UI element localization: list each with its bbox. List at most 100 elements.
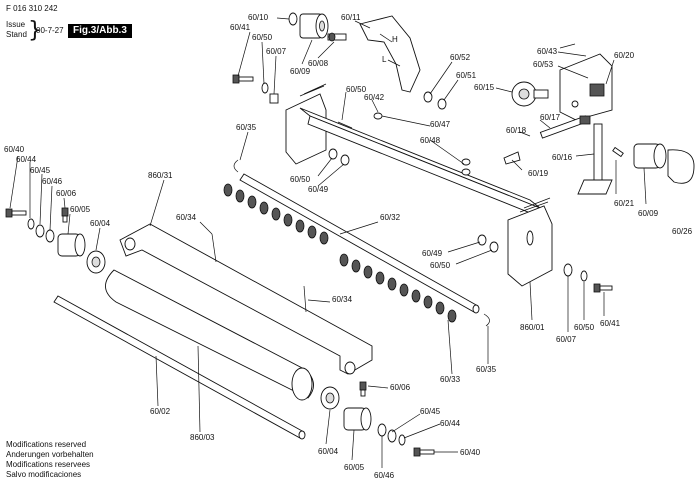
label-60-43: 60/43 (537, 47, 558, 56)
label-860-01: 860/01 (520, 323, 545, 332)
grease-nipple-60-06-left (61, 207, 69, 223)
washer-60-44-bottom (398, 434, 406, 446)
label-60-41-top: 60/41 (230, 23, 251, 32)
screw-60-40-left (5, 208, 27, 218)
document-number: F 016 310 242 (6, 4, 58, 13)
label-60-19: 60/19 (528, 169, 549, 178)
shaft-60-32 (239, 173, 480, 314)
clip-60-35-bottom (483, 313, 490, 327)
nut-60-07-right (563, 263, 573, 277)
label-60-49-right: 60/49 (422, 249, 443, 258)
circlip-60-10 (288, 12, 298, 26)
shaft-letter-l: L (382, 55, 387, 64)
label-60-17: 60/17 (540, 113, 561, 122)
figure-tag: Fig.3/Abb.3 (68, 24, 132, 38)
pin-60-21 (612, 146, 624, 158)
label-60-46-left: 60/46 (42, 177, 63, 186)
washer-60-47 (373, 112, 383, 120)
nut-60-07-top (269, 93, 279, 104)
shaft-letter-h: H (392, 35, 398, 44)
clip-60-35-top (233, 159, 239, 173)
label-60-15: 60/15 (474, 83, 495, 92)
stand-lever-60-16 (577, 123, 613, 195)
washer-60-44-left (27, 218, 35, 230)
label-60-46-bottom: 60/46 (374, 471, 395, 480)
label-60-45-left: 60/45 (30, 166, 51, 175)
label-60-40-left: 60/40 (4, 145, 25, 154)
label-860-03: 860/03 (190, 433, 215, 442)
label-60-34-top: 60/34 (176, 213, 197, 222)
label-60-11: 60/11 (341, 13, 361, 22)
handle-plate-60-11 (359, 15, 421, 93)
label-60-50-right: 60/50 (430, 261, 451, 270)
label-60-08: 60/08 (308, 59, 329, 68)
stand-label: Stand (6, 30, 27, 39)
label-60-40-bottom: 60/40 (460, 448, 481, 457)
label-60-06-bottom: 60/06 (390, 383, 411, 392)
label-60-21: 60/21 (614, 199, 635, 208)
nut-60-49-left (340, 154, 350, 166)
side-plate-left (285, 93, 327, 165)
side-plate-860-01 (507, 205, 553, 287)
label-60-53: 60/53 (533, 60, 554, 69)
note-line-en: Modifications reserved (6, 440, 87, 449)
washer-60-50-top (261, 82, 269, 94)
screw-60-41-right (593, 283, 613, 293)
ring-60-45-bottom (387, 429, 397, 443)
issue-label: Issue (6, 20, 26, 29)
knob-60-09-right (633, 143, 667, 169)
washer-60-50-left (328, 148, 338, 160)
washer-60-50-right (489, 241, 499, 253)
label-60-47: 60/47 (430, 120, 451, 129)
grip-60-26 (667, 149, 695, 184)
screw-60-34-top (211, 233, 217, 263)
brace-glyph: } (28, 18, 42, 43)
blade-row-lower (339, 253, 457, 323)
roller-frame-860-31 (119, 223, 373, 375)
label-60-20: 60/20 (614, 51, 635, 60)
ring-60-45-left (35, 224, 45, 238)
leader-lines (9, 17, 647, 468)
note-line-es: Salvo modificaciones (6, 470, 82, 479)
label-60-16: 60/16 (552, 153, 573, 162)
grease-nipple-60-06-bottom (359, 381, 367, 397)
bracket-60-20 (559, 53, 613, 121)
label-860-31: 860/31 (148, 171, 173, 180)
nut-60-49-right (477, 234, 487, 246)
label-60-35-top: 60/35 (236, 123, 257, 132)
modification-notes: Modifications reserved Anderungen vorbeh… (6, 440, 94, 480)
bushing-60-05-left (57, 233, 86, 257)
pin-60-08 (327, 32, 347, 42)
label-60-32: 60/32 (380, 213, 401, 222)
washer-60-52 (423, 91, 433, 103)
screw-60-41-top (232, 74, 254, 84)
label-60-02: 60/02 (150, 407, 171, 416)
label-60-09-top: 60/09 (290, 67, 311, 76)
label-60-50-left: 60/50 (290, 175, 311, 184)
washer-60-46-bottom (377, 423, 387, 437)
label-60-07-right: 60/07 (556, 335, 577, 344)
label-60-51: 60/51 (456, 71, 477, 80)
label-60-50-right2: 60/50 (574, 323, 595, 332)
issue-stand-labels: Issue Stand (6, 20, 27, 40)
label-60-50-mid: 60/50 (346, 85, 367, 94)
label-60-34-mid: 60/34 (332, 295, 353, 304)
label-60-09-right: 60/09 (638, 209, 659, 218)
label-60-35-bottom: 60/35 (476, 365, 497, 374)
label-60-18: 60/18 (506, 126, 527, 135)
blade-row-upper (223, 183, 329, 245)
label-60-42: 60/42 (364, 93, 385, 102)
label-60-04-bottom: 60/04 (318, 447, 339, 456)
washer-60-48 (461, 158, 471, 166)
label-60-33: 60/33 (440, 375, 461, 384)
label-60-45-bottom: 60/45 (420, 407, 441, 416)
roller-wheel-60-09-top (299, 13, 329, 39)
note-line-de: Anderungen vorbehalten (6, 450, 94, 459)
issue-date: 00-7-27 (36, 26, 64, 35)
bushing-60-05-bottom (343, 407, 372, 431)
label-60-06-left: 60/06 (56, 189, 77, 198)
screw-60-34-mid (303, 285, 307, 313)
gear-60-15 (511, 81, 549, 107)
label-60-48: 60/48 (420, 136, 441, 145)
